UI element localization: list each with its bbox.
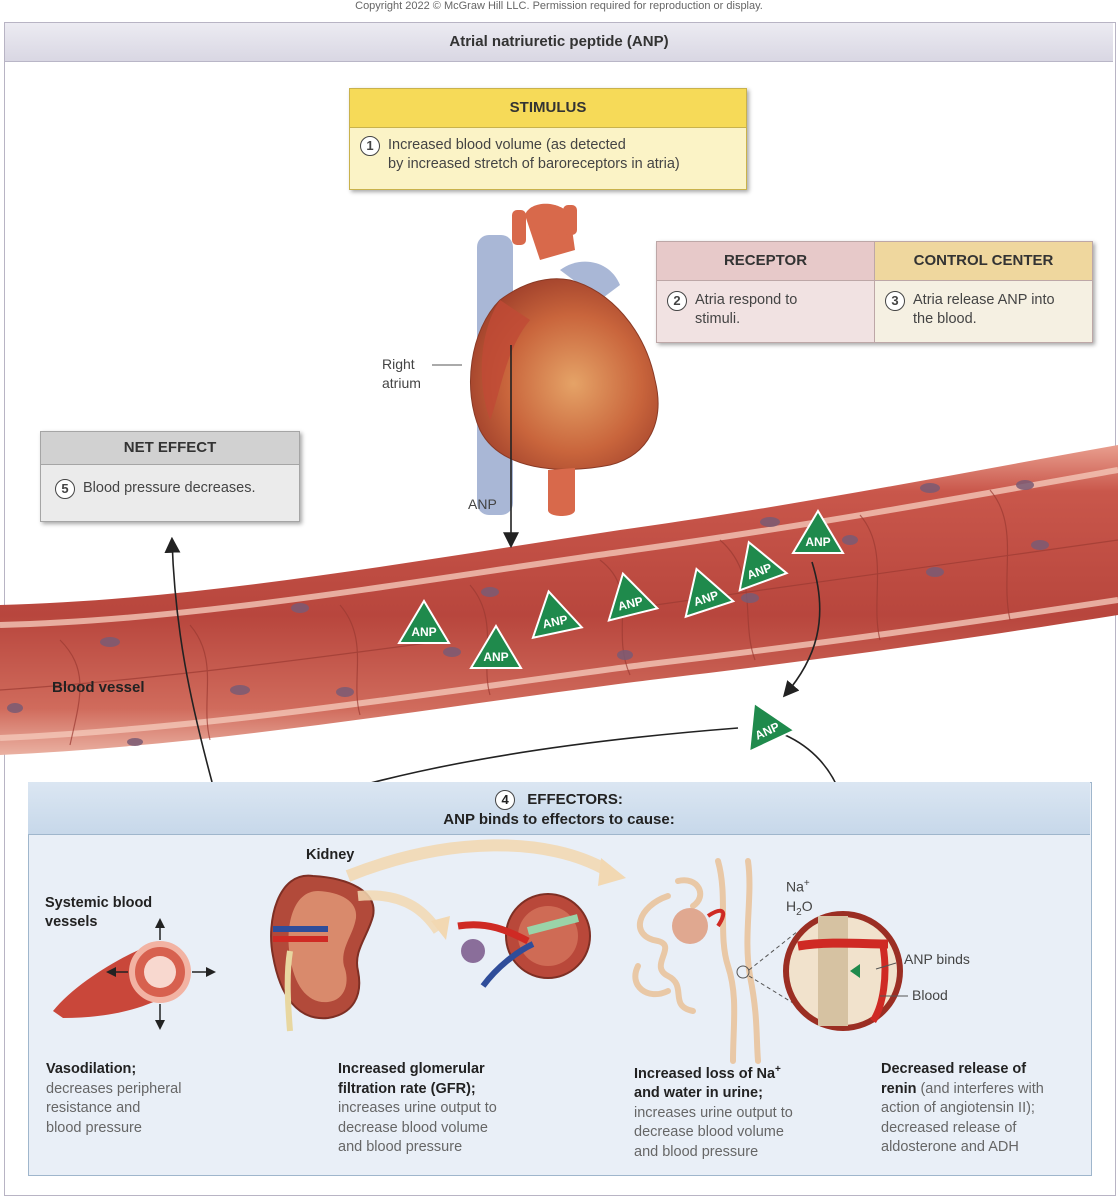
anp-molecule-released: ANP [748,701,797,754]
anp-release-label: ANP [468,496,497,512]
anp-molecule: ANP [607,571,660,622]
anp-molecule: ANP [684,567,736,619]
stimulus-text-line2: by increased stretch of baroreceptors in… [388,156,680,172]
effector-illustrations [53,839,908,1064]
systemic-vessels-label: Systemic blood vessels [45,895,153,930]
anp-molecule: ANP [791,509,845,554]
tubule-zoom-circle [783,911,903,1031]
blood-vessel-label: Blood vessel [52,679,145,696]
step-number-4: 4 [495,790,516,810]
blood-vessel-wall [0,445,1118,755]
stimulus-header: STIMULUS [350,89,746,128]
anp-binds-label: ANP binds [904,951,970,967]
anp-molecule: ANP [469,624,523,669]
outcome-na-loss: Increased loss of Na+ and water in urine… [634,1064,793,1160]
systemic-vessel-icon [53,918,216,1030]
anp-molecule: ANP [738,540,789,592]
receptor-text-line2: stimuli. [695,311,741,327]
step-number-1: 1 [360,136,380,156]
receptor-text-line1: Atria respond to [695,292,798,308]
kidney-label: Kidney [306,847,355,863]
svg-text:ANP: ANP [483,650,508,664]
net-effect-text: Blood pressure decreases. [83,480,256,496]
copyright-notice: Copyright 2022 © McGraw Hill LLC. Permis… [355,0,763,12]
step-number-3: 3 [885,291,905,311]
na-h2o-label: Na+ H2O [786,878,813,918]
outcome-renin: Decreased release of renin (and interfer… [881,1061,1044,1155]
anp-molecule: ANP [531,589,584,640]
svg-text:ANP: ANP [616,594,644,614]
blood-label: Blood [912,987,948,1003]
glomerulus-icon [457,893,591,988]
control-center-text-line1: Atria release ANP into [913,292,1055,308]
step-number-2: 2 [667,291,687,311]
anp-molecule: ANP [397,599,451,644]
svg-text:ANP: ANP [541,612,569,631]
heart-illustration [470,203,659,516]
stimulus-text-line1: Increased blood volume (as detected [388,137,626,153]
control-center-header: CONTROL CENTER [875,242,1092,281]
effectors-title: EFFECTORS: [527,791,623,808]
receptor-control-box: RECEPTOR 2 Atria respond to stimuli. CON… [656,241,1093,343]
svg-text:ANP: ANP [805,535,830,549]
step-number-5: 5 [55,479,75,499]
stimulus-box: STIMULUS 1 Increased blood volume (as de… [349,88,747,190]
right-atrium-label: Right atrium [382,356,421,391]
outcome-gfr: Increased glomerular filtration rate (GF… [338,1061,497,1155]
net-effect-header: NET EFFECT [41,432,299,465]
nephron-icon [632,858,761,1064]
figure-title: Atrial natriuretic peptide (ANP) [5,23,1113,62]
kidney-icon [270,874,375,1032]
control-center-text-line2: the blood. [913,311,977,327]
net-effect-box: NET EFFECT 5 Blood pressure decreases. [40,431,300,522]
svg-text:ANP: ANP [411,625,436,639]
effectors-subtitle: ANP binds to effectors to cause: [443,811,675,828]
effectors-header: 4 EFFECTORS: ANP binds to effectors to c… [28,782,1090,835]
outcome-vasodilation: Vasodilation; decreases peripheral resis… [46,1061,182,1136]
receptor-header: RECEPTOR [657,242,874,281]
